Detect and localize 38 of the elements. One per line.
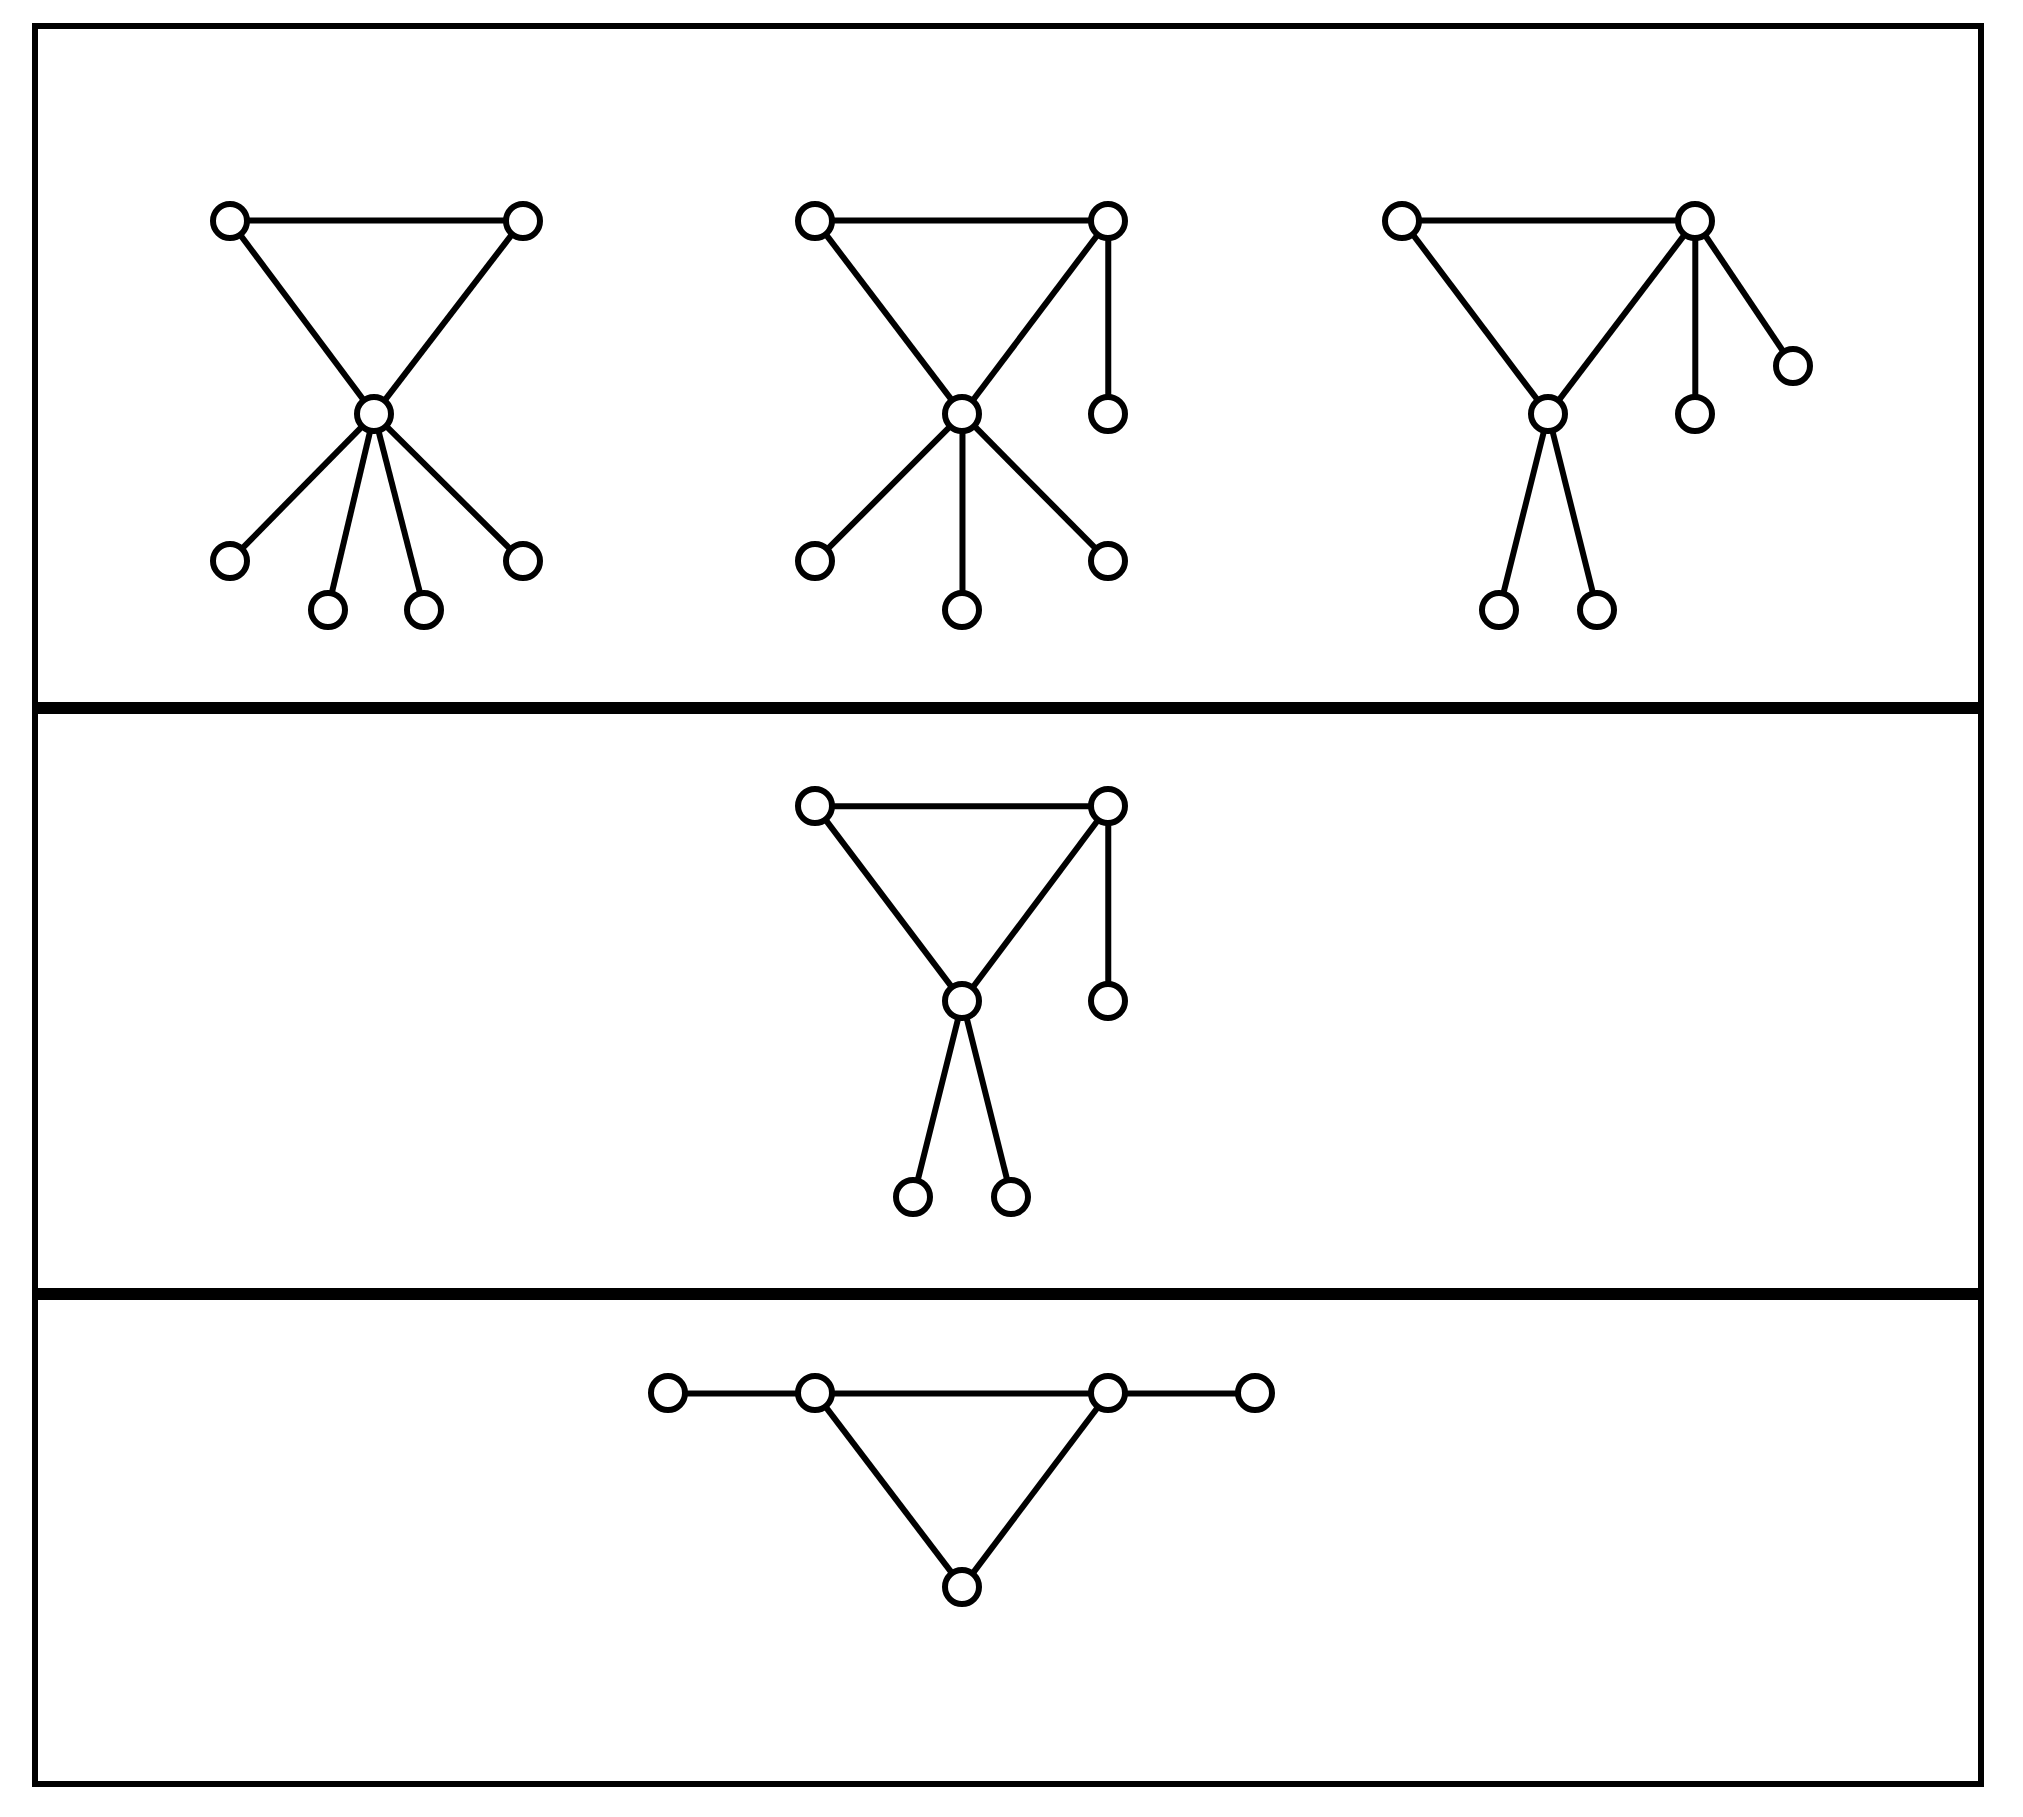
graph-vertex-circle bbox=[1479, 590, 1520, 631]
panel-frame bbox=[32, 708, 1985, 1295]
panel-frame bbox=[32, 1294, 1985, 1787]
graph-vertex-circle bbox=[209, 541, 250, 582]
graph-vertex-circle bbox=[942, 590, 983, 631]
graph-vertex-circle bbox=[404, 590, 445, 631]
graph-vertex-circle bbox=[991, 1177, 1032, 1218]
graph-vertex-circle bbox=[209, 200, 250, 241]
graph-vertex-circle bbox=[1675, 200, 1716, 241]
graph-vertex-circle bbox=[1773, 346, 1814, 387]
connector-line bbox=[825, 424, 953, 552]
graph-vertex-circle bbox=[1088, 394, 1129, 435]
graph-vertex-circle bbox=[354, 394, 395, 435]
graph-vertex-circle bbox=[795, 1373, 836, 1414]
graph-vertex-circle bbox=[942, 981, 983, 1022]
graph-vertex-circle bbox=[1088, 1373, 1129, 1414]
graph-vertex-circle bbox=[942, 1566, 983, 1607]
graph-vertex-circle bbox=[1235, 1373, 1276, 1414]
panel-frame bbox=[32, 23, 1985, 709]
graph-vertex-circle bbox=[795, 200, 836, 241]
graph-vertex-circle bbox=[893, 1177, 934, 1218]
graph-vertex-circle bbox=[1088, 541, 1129, 582]
graph-vertex-circle bbox=[1088, 786, 1129, 827]
graph-vertex-circle bbox=[942, 394, 983, 435]
graph-vertex-circle bbox=[1675, 394, 1716, 435]
graph-vertex-circle bbox=[1577, 590, 1618, 631]
connector-line bbox=[972, 424, 1099, 552]
connector-line bbox=[384, 424, 513, 552]
graph-vertex-circle bbox=[502, 200, 543, 241]
graph-vertex-circle bbox=[795, 786, 836, 827]
graph-vertex-circle bbox=[1528, 394, 1569, 435]
graph-vertex-circle bbox=[1382, 200, 1423, 241]
graph-vertex-circle bbox=[795, 541, 836, 582]
graph-vertex-circle bbox=[307, 590, 348, 631]
graph-vertex-circle bbox=[502, 541, 543, 582]
graph-vertex-circle bbox=[1088, 981, 1129, 1022]
graph-vertex-circle bbox=[648, 1373, 689, 1414]
graph-vertex-circle bbox=[1088, 200, 1129, 241]
